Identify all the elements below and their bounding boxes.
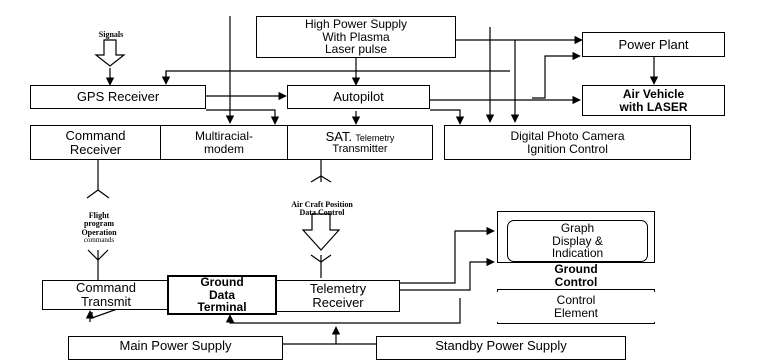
gps-receiver-block: GPS Receiver	[30, 85, 206, 109]
control-element-line2: Element	[553, 306, 599, 320]
sat-label: SAT.	[325, 128, 353, 144]
digital-camera-block: Digital Photo Camera Ignition Control	[444, 125, 691, 160]
signals-hollow-arrow	[94, 39, 126, 67]
flight-program-label: Flight program Operation commands	[74, 211, 124, 245]
flight-line4: commands	[83, 236, 115, 245]
high-power-line2: With Plasma	[322, 29, 390, 44]
command-transmit-block: Command Transmit	[42, 280, 170, 310]
multiracial-modem-block: Multiracial- modem	[160, 125, 288, 160]
wire-ce-gdt	[225, 298, 461, 324]
gps-receiver-label: GPS Receiver	[76, 89, 160, 105]
power-plant-block: Power Plant	[582, 32, 725, 57]
command-receiver-line1: Command	[65, 127, 126, 143]
high-power-supply-block: High Power Supply With Plasma Laser puls…	[256, 16, 456, 58]
wire-telrx-graph	[400, 226, 495, 284]
graph-line1: Graph	[560, 221, 595, 236]
connection-lines	[85, 16, 659, 345]
ground-control-line2: Control	[554, 275, 598, 289]
camera-line2: Ignition Control	[527, 141, 608, 156]
gdt-line1: Ground	[200, 275, 244, 290]
air-vehicle-line2: with LASER	[619, 99, 688, 114]
modem-line2: modem	[203, 141, 244, 156]
aircraft-line1: Air Craft Position	[291, 200, 353, 209]
gdt-line3: Terminal	[197, 300, 247, 315]
graph-display-block: Graph Display & Indication	[507, 220, 648, 262]
graph-line3: Indication	[551, 246, 604, 261]
ground-control-line1: Ground	[554, 262, 598, 277]
ground-data-terminal-block: Ground Data Terminal	[167, 275, 277, 315]
command-receiver-block: Command Receiver	[30, 125, 161, 160]
control-element-line1: Control	[556, 293, 596, 308]
autopilot-label: Autopilot	[333, 89, 384, 105]
flight-line2: program	[83, 219, 115, 229]
telemetry-receiver-line1: Telemetry	[309, 281, 367, 297]
standby-power-label: Standby Power Supply	[435, 338, 567, 353]
high-power-line3: Laser pulse	[324, 42, 388, 57]
telemetry-receiver-block: Telemetry Receiver	[276, 280, 400, 312]
sat-telemetry-block: SAT. Telemetry Transmitter	[287, 125, 433, 160]
sat-telemetry-line1: SAT. Telemetry	[326, 130, 395, 144]
wire-gps-down	[206, 109, 280, 125]
command-transmit-line1: Command	[76, 280, 136, 296]
command-transmit-line2: Transmit	[80, 294, 132, 309]
block-diagram: High Power Supply With Plasma Laser puls…	[30, 16, 725, 360]
telemetry-receiver-line2: Receiver	[312, 295, 364, 310]
ground-control-block: Ground Control	[497, 262, 655, 290]
telemetry-hollow-arrow	[301, 213, 341, 251]
main-power-label: Main Power Supply	[119, 338, 232, 353]
flight-line1: Flight	[88, 211, 110, 220]
command-receiver-line2: Receiver	[69, 141, 122, 157]
camera-line1: Digital Photo Camera	[510, 128, 625, 143]
main-power-supply-block: Main Power Supply	[68, 336, 283, 360]
telemetry-label: Telemetry	[355, 132, 395, 143]
aircraft-line2: Data Control	[299, 208, 345, 218]
wire-ap-pp	[532, 51, 581, 99]
flight-line3: Operation	[81, 227, 117, 237]
air-vehicle-line1: Air Vehicle	[622, 86, 685, 101]
wire-top-bus	[165, 70, 510, 76]
aircraft-position-label: Air Craft Position Data Control	[270, 200, 374, 218]
control-element-block: Control Element	[497, 292, 655, 322]
high-power-line1: High Power Supply	[304, 17, 408, 32]
modem-line1: Multiracial-	[194, 128, 253, 143]
autopilot-block: Autopilot	[287, 85, 430, 109]
wire-gdt-gc	[400, 257, 495, 291]
sat-telemetry-line2: Transmitter	[332, 142, 388, 155]
gdt-line2: Data	[208, 287, 235, 302]
signals-label: Signals	[98, 30, 124, 39]
standby-power-supply-block: Standby Power Supply	[376, 336, 626, 360]
wire-ap-cam	[430, 109, 465, 125]
graph-line2: Display &	[552, 233, 603, 248]
power-plant-label: Power Plant	[618, 36, 689, 52]
air-vehicle-block: Air Vehicle with LASER	[582, 85, 725, 116]
